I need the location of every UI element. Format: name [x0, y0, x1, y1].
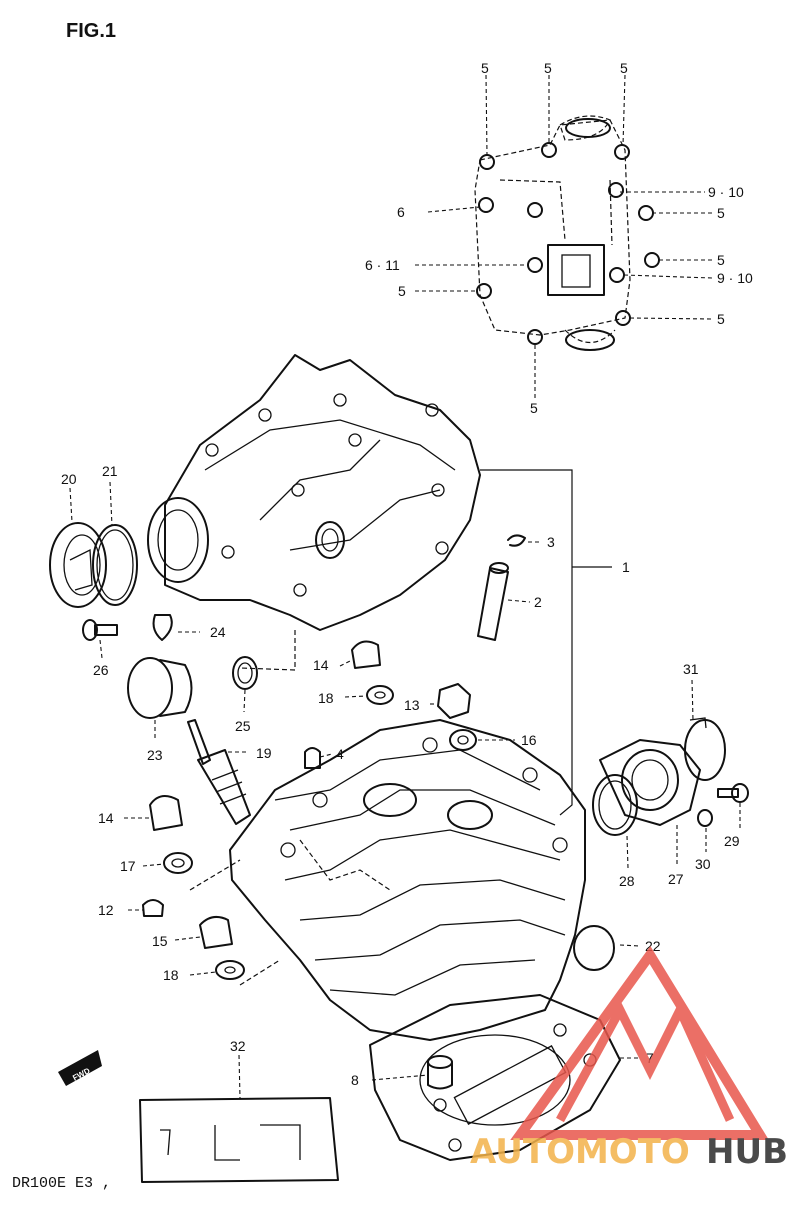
- label-14-lower: 14: [98, 810, 114, 826]
- part-30-washer: [697, 809, 713, 827]
- part-24-clip: [152, 614, 173, 641]
- part-18-washer-lower: [215, 960, 245, 980]
- label-6: 6: [397, 204, 405, 220]
- label-6-11: 6 · 11: [365, 257, 400, 273]
- label-32: 32: [230, 1038, 246, 1054]
- label-5-top-center: 5: [544, 60, 552, 76]
- label-12: 12: [98, 902, 114, 918]
- label-30: 30: [695, 856, 711, 872]
- part-4-pin: [304, 747, 321, 769]
- label-21: 21: [102, 463, 118, 479]
- watermark-text-hub: HUB: [706, 1132, 788, 1172]
- fwd-arrow-marker: FWD: [58, 1050, 102, 1086]
- figure-title: FIG.1: [66, 20, 116, 42]
- part-28-gasket: [592, 774, 638, 836]
- label-3: 3: [547, 534, 555, 550]
- label-23: 23: [147, 747, 163, 763]
- label-14-upper: 14: [313, 657, 329, 673]
- part-25-seal: [232, 656, 258, 690]
- part-15-nut: [199, 915, 233, 949]
- label-1: 1: [622, 559, 630, 575]
- label-13: 13: [404, 697, 420, 713]
- label-26: 26: [93, 662, 109, 678]
- part-22-plug: [573, 925, 615, 971]
- label-20: 20: [61, 471, 77, 487]
- part-29-bolt: [717, 783, 749, 803]
- automotohub-watermark: AUTOMOTO HUB: [470, 945, 788, 1172]
- label-8: 8: [351, 1072, 359, 1088]
- label-2: 2: [534, 594, 542, 610]
- label-16: 16: [521, 732, 537, 748]
- part-2-valve-guide: [477, 562, 509, 641]
- label-5-left: 5: [398, 283, 406, 299]
- label-5-bottom: 5: [530, 400, 538, 416]
- part-26-bolt: [82, 619, 118, 641]
- label-31: 31: [683, 661, 699, 677]
- watermark-triangle-icon: [510, 945, 769, 1140]
- part-16-washer: [449, 729, 477, 751]
- callout-labels: 5 5 5 9 · 10 6 5 6 · 11 5 9 · 10 5 5 5 1…: [61, 60, 753, 1088]
- leader-lines: [69, 74, 741, 1099]
- cylinder-head-lower: [189, 719, 586, 1041]
- part-18-washer-upper: [366, 685, 394, 705]
- part-17-washer: [163, 852, 193, 874]
- part-14-nut-lower: [149, 795, 183, 831]
- label-17: 17: [120, 858, 136, 874]
- part-27-intake-pipe: [599, 739, 701, 826]
- label-9-10-upper: 9 · 10: [708, 184, 744, 200]
- label-9-10-lower: 9 · 10: [717, 270, 753, 286]
- label-18-lower: 18: [163, 967, 179, 983]
- watermark-text-automoto: AUTOMOTO: [470, 1132, 690, 1172]
- label-7: 7: [646, 1050, 654, 1066]
- part-3-clip: [507, 534, 526, 547]
- part-12-plug: [142, 899, 164, 917]
- model-code: DR100E E3 ,: [12, 1175, 111, 1192]
- cylinder-head-upper: [147, 354, 481, 671]
- head-cover-bolt-pattern: [474, 115, 660, 351]
- label-5-top-left: 5: [481, 60, 489, 76]
- part-23-tappet-cap: [127, 657, 193, 719]
- watermark-m-icon: [556, 999, 735, 1123]
- label-27: 27: [668, 871, 684, 887]
- label-15: 15: [152, 933, 168, 949]
- label-5-right-lower: 5: [717, 311, 725, 327]
- label-5-right-middle: 5: [717, 252, 725, 268]
- label-5-top-right: 5: [620, 60, 628, 76]
- label-28: 28: [619, 873, 635, 889]
- label-19: 19: [256, 745, 272, 761]
- label-18-upper: 18: [318, 690, 334, 706]
- label-25: 25: [235, 718, 251, 734]
- label-5-right-upper: 5: [717, 205, 725, 221]
- label-29: 29: [724, 833, 740, 849]
- label-4: 4: [336, 746, 344, 762]
- part-32-plate: [139, 1097, 339, 1183]
- part-13-nut: [437, 683, 471, 719]
- label-24: 24: [210, 624, 226, 640]
- part-8-dowel: [427, 1055, 453, 1090]
- part-31-clamp: [684, 717, 726, 781]
- part-20-cap: [49, 522, 107, 608]
- part-14-nut-upper: [351, 640, 381, 669]
- part-21-oring: [92, 524, 138, 606]
- part-19-spark-plug: [187, 719, 251, 825]
